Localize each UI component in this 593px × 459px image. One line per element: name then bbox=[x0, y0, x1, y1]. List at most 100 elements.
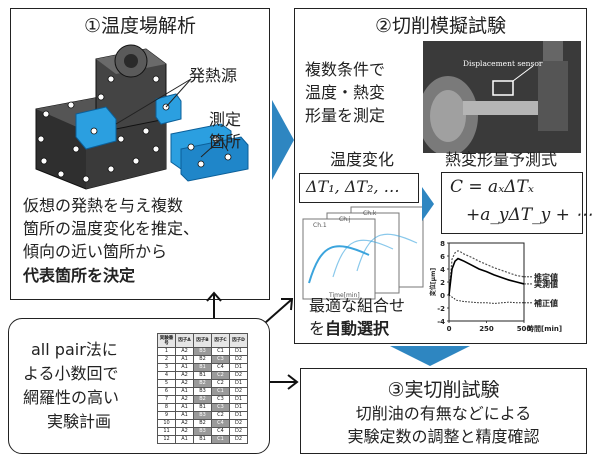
series-line bbox=[448, 257, 525, 296]
box-cutting-simulation: ②切削模擬試験 複数条件で 温度・熱変 形量を測定 Displacement s… bbox=[294, 8, 592, 344]
table-cell: A1 bbox=[175, 355, 194, 364]
table-cell: D2 bbox=[229, 435, 248, 444]
table-cell: 10 bbox=[157, 419, 176, 428]
table-cell: B2 bbox=[193, 395, 212, 404]
arrow-small-right-icon bbox=[422, 187, 434, 221]
legend-label: 推定値 bbox=[534, 272, 558, 282]
table-cell: A2 bbox=[175, 371, 194, 380]
y-tick-label: 6 bbox=[440, 253, 445, 261]
y-tick-label: 4 bbox=[440, 266, 445, 274]
table-cell: A1 bbox=[175, 363, 194, 372]
table-cell: B2 bbox=[193, 379, 212, 388]
table-cell: B1 bbox=[193, 363, 212, 372]
table-header-cell: 因子A bbox=[175, 333, 194, 348]
table-cell: B2 bbox=[193, 355, 212, 364]
table-cell: A1 bbox=[175, 403, 194, 412]
table-header-cell: 因子B bbox=[193, 333, 212, 348]
table-cell: A2 bbox=[175, 395, 194, 404]
formula-line2: +a_yΔT_y + ⋯ bbox=[466, 205, 592, 225]
table-cell: A1 bbox=[175, 435, 194, 444]
table-cell: 9 bbox=[157, 411, 176, 420]
table-cell: B1 bbox=[193, 403, 212, 412]
box2-title: ②切削模擬試験 bbox=[374, 15, 507, 37]
table-cell: C1 bbox=[211, 435, 230, 444]
table-cell: C4 bbox=[211, 419, 230, 428]
legend-label: 実測値 bbox=[534, 279, 558, 289]
legend-label: 補正値 bbox=[533, 298, 558, 308]
table-cell: D2 bbox=[229, 355, 248, 364]
y-tick-label: 0 bbox=[440, 292, 445, 300]
mini-chart-xlabel: Time[min] bbox=[328, 292, 360, 299]
plot-frame bbox=[448, 242, 525, 322]
table-cell: D1 bbox=[229, 403, 248, 412]
box2-desc-line1: 複数条件で bbox=[305, 60, 386, 79]
box1-desc-line2: 箇所の温度変化を推定、 bbox=[23, 219, 200, 238]
x-tick-label: 250 bbox=[479, 325, 494, 333]
box1-desc-bold: 代表箇所を決定 bbox=[23, 266, 136, 285]
box1-desc-line3: 傾向の近い箇所から bbox=[23, 242, 168, 261]
table-cell: A1 bbox=[175, 387, 194, 396]
arrow-up-icon bbox=[206, 291, 222, 322]
y-axis-label: 変位[μm] bbox=[429, 268, 437, 297]
table-cell: B3 bbox=[193, 411, 212, 420]
table-cell: 8 bbox=[157, 403, 176, 412]
table-cell: A1 bbox=[175, 411, 194, 420]
table-cell: D2 bbox=[229, 371, 248, 380]
table-cell: C3 bbox=[211, 395, 230, 404]
table-cell: A2 bbox=[175, 427, 194, 436]
arrow-right-icon bbox=[272, 100, 294, 180]
table-cell: 6 bbox=[157, 387, 176, 396]
auto-text-2-prefix: を bbox=[309, 319, 326, 338]
table-cell: C2 bbox=[211, 379, 230, 388]
table-cell: A2 bbox=[175, 379, 194, 388]
auto-text-2-bold: 自動選択 bbox=[325, 319, 390, 338]
box4-line2: 実験定数の調整と精度確認 bbox=[347, 427, 540, 446]
machine-photo-graphic bbox=[423, 41, 581, 153]
series-line bbox=[448, 250, 525, 296]
mini-chart-tab-1: Ch.1 bbox=[313, 222, 327, 229]
arrow-down-icon bbox=[390, 346, 470, 366]
table-cell: 11 bbox=[157, 427, 176, 436]
table-cell: D1 bbox=[229, 379, 248, 388]
table-cell: 4 bbox=[157, 371, 176, 380]
formula-line1-text: C = aₓΔTₓ bbox=[450, 177, 534, 197]
mini-chart-tab-2: Ch.j bbox=[339, 216, 351, 223]
box3-line2: よる小数回で bbox=[23, 364, 119, 383]
table-cell: B1 bbox=[193, 371, 212, 380]
table-header-cell: 因子C bbox=[211, 333, 230, 348]
box2-desc-line2: 温度・熱変 bbox=[305, 83, 386, 102]
table-cell: C3 bbox=[211, 403, 230, 412]
x-tick-label: 0 bbox=[447, 325, 452, 333]
table-cell: C2 bbox=[211, 411, 230, 420]
y-tick-label: 2 bbox=[440, 279, 445, 287]
table-cell: D2 bbox=[229, 427, 248, 436]
table-cell: 1 bbox=[157, 347, 176, 356]
auto-text-1: 最適な組合せ bbox=[309, 296, 406, 315]
table-cell: B2 bbox=[193, 419, 212, 428]
arrow-right-thin-icon bbox=[268, 374, 299, 390]
x-tick-label: 500 bbox=[517, 325, 532, 333]
y-tick-label: -4 bbox=[437, 318, 445, 326]
table-cell: C2 bbox=[211, 371, 230, 380]
table-cell: A2 bbox=[175, 347, 194, 356]
label-heat-source: 発熱源 bbox=[189, 66, 238, 85]
table-cell: D1 bbox=[229, 347, 248, 356]
table-cell: B1 bbox=[193, 435, 212, 444]
series-line bbox=[448, 294, 524, 304]
box-temperature-analysis: ①温度場解析 発熱源 測定 箇所 bbox=[10, 8, 270, 300]
table-cell: D2 bbox=[229, 387, 248, 396]
table-cell: C4 bbox=[211, 363, 230, 372]
formula-line1: C = aₓΔTₓ bbox=[450, 177, 534, 197]
